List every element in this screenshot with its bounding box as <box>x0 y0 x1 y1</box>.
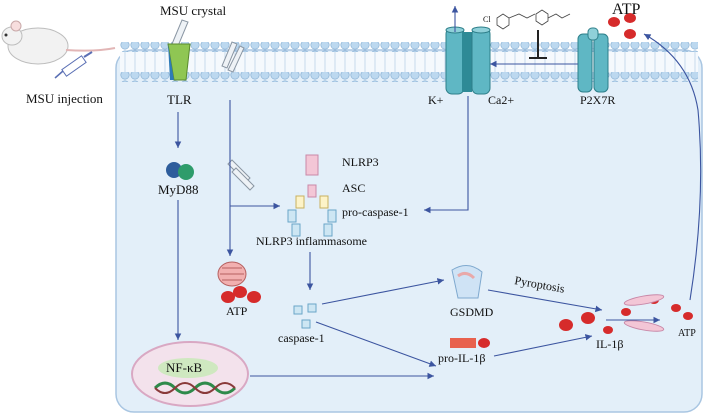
p2x7r-label: P2X7R <box>580 93 615 107</box>
atp-molecules-mito <box>221 286 261 303</box>
mouse-icon <box>1 20 116 65</box>
atp-top-label: ATP <box>612 1 641 18</box>
atp-molecules-top <box>608 13 636 39</box>
arrow-proil1b-il1b <box>493 334 593 357</box>
msu-crystal-label: MSU crystal <box>160 3 226 18</box>
inhibition-bar <box>529 30 547 59</box>
mitochondria-icon <box>217 261 247 287</box>
membrane-core <box>120 52 698 72</box>
myd88-icon <box>166 162 194 180</box>
k-plus-label: K+ <box>428 93 444 107</box>
asc-label: ASC <box>342 181 365 195</box>
ion-channel-icon <box>445 26 491 95</box>
membrane-pore-icon <box>623 294 665 332</box>
arrow-ion-flux <box>424 96 469 214</box>
syringe-icon <box>54 51 93 79</box>
nlrp3-label: NLRP3 <box>342 155 379 169</box>
tlr-receptor-icon <box>167 43 191 81</box>
arrow-caspase-gsdmd <box>321 278 445 305</box>
cl-label: Cl <box>483 15 491 24</box>
msu-injection-label: MSU injection <box>26 91 103 106</box>
atp-release-label: ATP <box>678 328 696 339</box>
myd88-label: MyD88 <box>158 182 198 197</box>
caspase-1-label: caspase-1 <box>278 331 325 345</box>
gsdmd-label: GSDMD <box>450 305 494 319</box>
membrane-outer-layer <box>120 42 698 52</box>
inhibitor-molecule-icon <box>496 9 571 30</box>
il1b-label: IL-1β <box>596 337 623 351</box>
pro-il1b-icon <box>450 338 490 348</box>
msu-crystal-shape <box>171 19 255 191</box>
ca2-plus-label: Ca2+ <box>488 93 514 107</box>
arrow-caspase-proil1b <box>315 321 437 367</box>
p2x7r-receptor-icon <box>577 27 609 93</box>
nucleus <box>131 341 249 407</box>
membrane-inner-layer <box>120 72 698 82</box>
atp-mito-label: ATP <box>226 304 248 318</box>
inflammasome-label: NLRP3 inflammasome <box>256 234 367 248</box>
nfkb-label: NF-κB <box>166 360 202 375</box>
pathway-arrows <box>174 6 702 380</box>
pro-caspase-label: pro-caspase-1 <box>342 205 409 219</box>
atp-molecules-released <box>671 304 693 320</box>
tlr-label: TLR <box>167 92 192 107</box>
inflammasome-icon <box>287 154 337 237</box>
arrow-atp-recycle <box>643 33 702 301</box>
arrow-gsdmd-pore <box>487 289 603 313</box>
gsdmd-icon <box>451 265 483 299</box>
caspase-1-icon <box>293 303 317 329</box>
pro-il1b-label: pro-IL-1β <box>438 351 485 365</box>
